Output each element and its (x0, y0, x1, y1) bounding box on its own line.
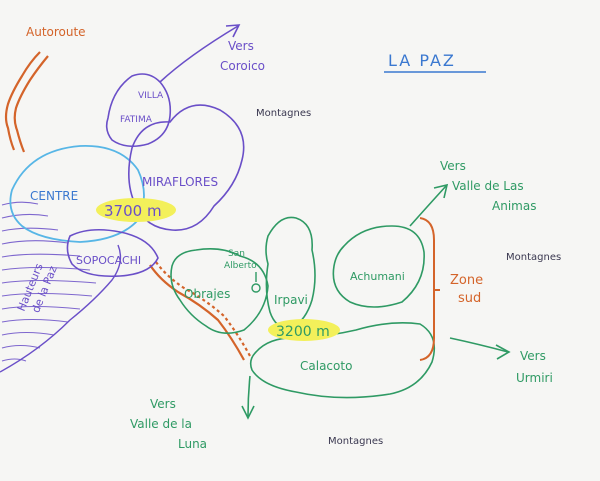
vers-coroico-label-1: Vers (228, 39, 254, 53)
autoroute-label: Autoroute (26, 25, 86, 39)
altitude-centre-label: 3700 m (104, 202, 162, 220)
montagnes-right-label: Montagnes (506, 252, 561, 263)
sopocachi-area (66, 228, 159, 278)
montagnes-top-label: Montagnes (256, 108, 311, 119)
vers-luna-label-2: Valle de la (130, 417, 192, 431)
miraflores-label: MIRAFLORES (142, 175, 218, 189)
irpavi-label: Irpavi (274, 293, 308, 307)
vers-luna-label-1: Vers (150, 397, 176, 411)
map-title: LA PAZ (388, 51, 456, 70)
hauteurs-hatching (1, 201, 97, 362)
centre-label: CENTRE (30, 189, 78, 203)
montagnes-bottom-label: Montagnes (328, 436, 383, 447)
altitude-sud-highlight (268, 319, 340, 341)
vers-animas-label-3: Animas (492, 199, 536, 213)
fatima-label: FATIMA (120, 115, 153, 125)
villa-fatima-area (105, 73, 172, 148)
calacoto-label: Calacoto (300, 359, 352, 373)
obrajes-area (170, 248, 269, 334)
vers-urmiri-label-1: Vers (520, 349, 546, 363)
vers-animas-label-2: Valle de Las (452, 179, 524, 193)
arrow-vers-urmiri (449, 337, 511, 360)
altitude-centre-highlight (96, 198, 176, 222)
vers-luna-label-3: Luna (178, 437, 207, 451)
sopocachi-label: SOPOCACHI (76, 254, 141, 267)
altitude-sud-label: 3200 m (276, 324, 330, 340)
vers-urmiri-label-2: Urmiri (516, 371, 553, 385)
san-alberto-label-2: Alberto (224, 261, 257, 271)
arrow-vers-coroico (159, 24, 241, 83)
obrajes-label: Obrajes (184, 287, 230, 301)
vers-coroico-label-2: Coroico (220, 59, 265, 73)
arrow-vers-luna (241, 375, 255, 420)
achumani-label: Achumani (350, 270, 405, 283)
irpavi-area (265, 216, 316, 329)
villa-label: VILLA (138, 91, 164, 101)
zone-sud-label-1: Zone (450, 273, 483, 288)
arrow-vers-animas (409, 183, 449, 227)
achumani-area (332, 225, 425, 308)
zone-sud-label-2: sud (458, 291, 481, 306)
vers-animas-label-1: Vers (440, 159, 466, 173)
autoroute-road (4, 51, 251, 361)
san-alberto-pin (251, 272, 261, 293)
hauteurs-boundary (0, 244, 122, 373)
san-alberto-label-1: San (228, 249, 245, 259)
